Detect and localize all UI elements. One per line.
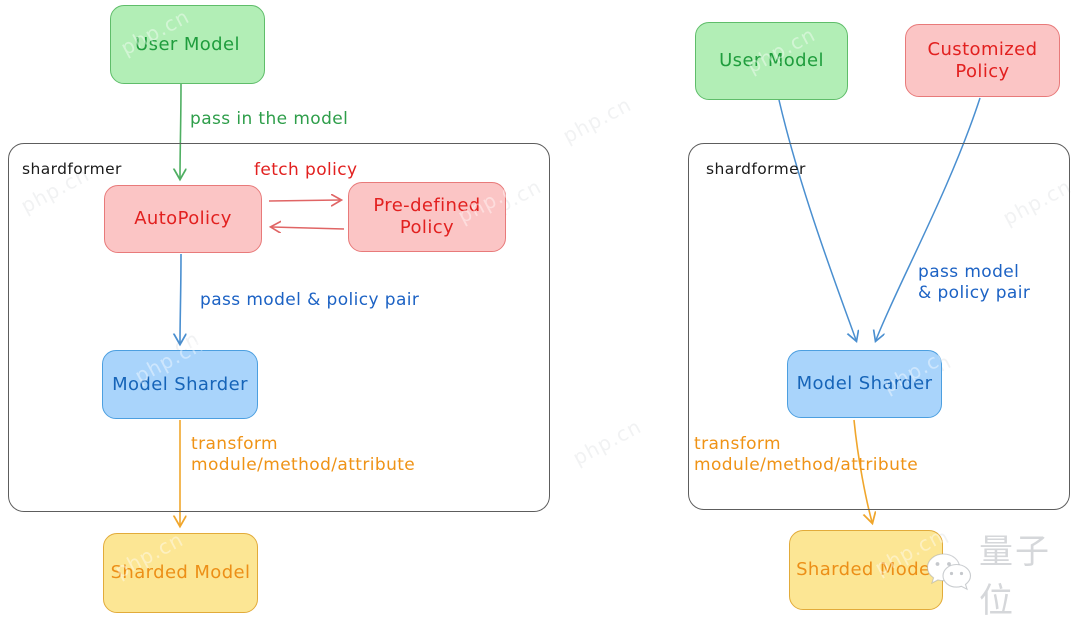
node-model-sharder-left[interactable]: Model Sharder <box>102 350 258 419</box>
arrow-transform-right <box>853 419 872 522</box>
arrow-pass-model-policy-pair-left <box>180 253 181 343</box>
edge-label-transform-right: transform module/method/attribute <box>694 434 919 476</box>
edge-label-pass-in-the-model: pass in the model <box>190 109 349 129</box>
node-model-sharder-right[interactable]: Model Sharder <box>787 350 942 418</box>
right-container-label: shardformer <box>706 160 806 178</box>
brand-watermark-text: 量子位 <box>979 532 1051 617</box>
right-shardformer-container <box>688 143 1070 510</box>
node-sharded-model-left[interactable]: Sharded Model <box>103 533 258 613</box>
node-user-model-left[interactable]: User Model <box>110 5 265 84</box>
edge-label-pass-model-policy-pair-right: pass model & policy pair <box>918 262 1031 304</box>
node-user-model-right[interactable]: User Model <box>695 22 848 100</box>
edge-label-fetch-policy: fetch policy <box>254 160 358 180</box>
left-shardformer-container <box>8 143 550 512</box>
edge-label-transform-left: transform module/method/attribute <box>191 434 416 476</box>
arrow-fetch-policy-forward <box>268 200 340 201</box>
arrow-customized-policy-to-sharder <box>876 97 981 340</box>
edge-label-pass-model-policy-pair-left: pass model & policy pair <box>200 290 420 310</box>
node-sharded-model-right[interactable]: Sharded Model <box>789 530 943 610</box>
node-pre-defined-policy[interactable]: Pre-defined Policy <box>348 182 506 252</box>
arrow-pass-in-the-model <box>180 83 181 178</box>
wechat-icon-svg <box>926 553 972 591</box>
wechat-icon <box>925 551 975 595</box>
node-auto-policy[interactable]: AutoPolicy <box>104 185 262 253</box>
node-customized-policy[interactable]: Customized Policy <box>905 24 1060 97</box>
left-container-label: shardformer <box>22 160 122 178</box>
arrow-user-model-to-sharder <box>778 99 856 340</box>
arrow-fetch-policy-back <box>272 227 345 229</box>
brand-watermark: 量子位 <box>925 532 1075 617</box>
